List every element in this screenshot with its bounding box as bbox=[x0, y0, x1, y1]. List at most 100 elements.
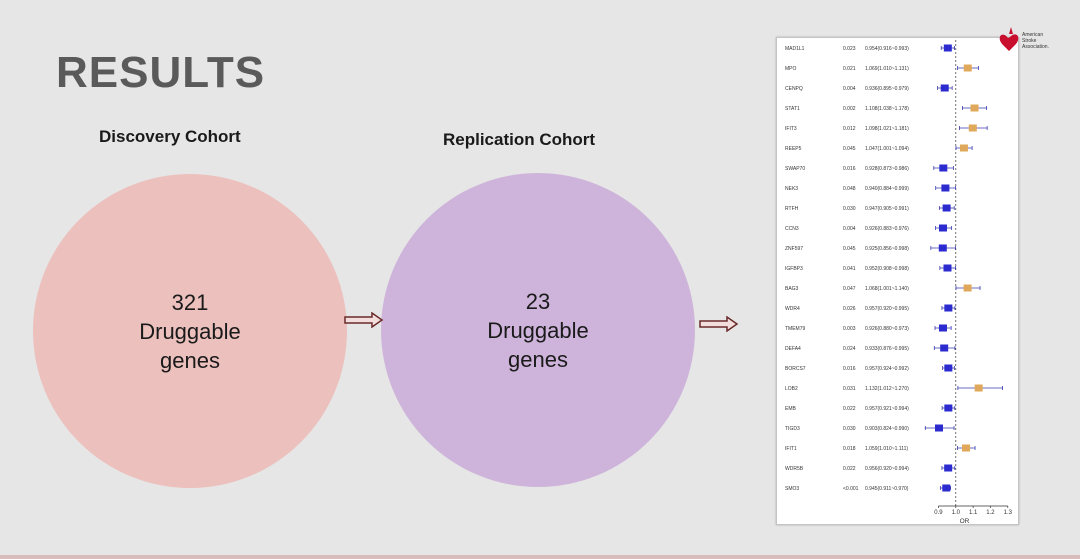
p-value-label: 0.003 bbox=[843, 326, 856, 332]
or-ci-label: 0.954(0.916~0.993) bbox=[865, 46, 909, 52]
gene-label: TIGD3 bbox=[785, 426, 800, 432]
discovery-label-druggable: Druggable bbox=[139, 318, 241, 344]
or-ci-label: 0.928(0.873~0.986) bbox=[865, 166, 909, 172]
heart-torch-logo-icon bbox=[999, 27, 1019, 51]
replication-label-druggable: Druggable bbox=[487, 317, 589, 343]
or-marker bbox=[941, 184, 950, 192]
p-value-label: 0.022 bbox=[843, 406, 856, 412]
gene-label: BORCS7 bbox=[785, 366, 806, 372]
gene-label: MAD1L1 bbox=[785, 46, 805, 52]
or-ci-label: 0.952(0.908~0.998) bbox=[865, 266, 909, 272]
p-value-label: 0.031 bbox=[843, 386, 856, 392]
logo-line1: American bbox=[1022, 32, 1044, 38]
or-ci-label: 0.956(0.920~0.994) bbox=[865, 466, 909, 472]
or-marker bbox=[943, 264, 952, 272]
arrow-right-icon bbox=[699, 316, 739, 332]
gene-label: WDR4 bbox=[785, 306, 800, 312]
logo-line3: Association. bbox=[1022, 44, 1049, 50]
x-tick-label: 1.3 bbox=[1004, 510, 1013, 516]
or-marker bbox=[944, 364, 953, 372]
p-value-label: 0.004 bbox=[843, 86, 856, 92]
p-value-label: 0.048 bbox=[843, 186, 856, 192]
p-value-label: 0.030 bbox=[843, 426, 856, 432]
p-value-label: 0.030 bbox=[843, 206, 856, 212]
or-marker bbox=[963, 64, 972, 72]
or-ci-label: 0.903(0.824~0.990) bbox=[865, 426, 909, 432]
slide-title: RESULTS bbox=[56, 48, 266, 97]
p-value-label: 0.041 bbox=[843, 266, 856, 272]
or-ci-label: 0.957(0.924~0.992) bbox=[865, 366, 909, 372]
or-marker bbox=[959, 144, 968, 152]
p-value-label: 0.045 bbox=[843, 146, 856, 152]
logo-text: American Stroke Association. bbox=[1022, 32, 1049, 50]
or-ci-label: 0.940(0.884~0.999) bbox=[865, 186, 909, 192]
gene-label: TMEM79 bbox=[785, 326, 806, 332]
or-marker bbox=[942, 484, 951, 492]
gene-label: BAG3 bbox=[785, 286, 799, 292]
or-ci-label: 1.108(1.038~1.178) bbox=[865, 106, 909, 112]
or-marker bbox=[942, 204, 951, 212]
or-marker bbox=[962, 444, 971, 452]
or-ci-label: 0.945(0.911~0.970) bbox=[865, 486, 909, 492]
discovery-cohort-circle: 321 Druggable genes bbox=[33, 174, 347, 488]
p-value-label: 0.016 bbox=[843, 366, 856, 372]
gene-label: ZNF597 bbox=[785, 246, 803, 252]
gene-label: MPO bbox=[785, 66, 797, 72]
p-value-label: 0.021 bbox=[843, 66, 856, 72]
or-marker bbox=[944, 404, 953, 412]
p-value-label: 0.018 bbox=[843, 446, 856, 452]
gene-label: SMO3 bbox=[785, 486, 799, 492]
or-marker bbox=[943, 44, 952, 52]
or-marker bbox=[974, 384, 983, 392]
p-value-label: 0.002 bbox=[843, 106, 856, 112]
x-axis-label: OR bbox=[960, 518, 970, 524]
gene-label: IFIT3 bbox=[785, 126, 797, 132]
p-value-label: 0.026 bbox=[843, 306, 856, 312]
gene-label: NEK3 bbox=[785, 186, 798, 192]
x-tick-label: 1.2 bbox=[986, 510, 995, 516]
or-marker bbox=[944, 464, 953, 472]
or-marker bbox=[940, 344, 949, 352]
gene-label: WDR5B bbox=[785, 466, 804, 472]
p-value-label: 0.022 bbox=[843, 466, 856, 472]
discovery-cohort-heading: Discovery Cohort bbox=[99, 127, 241, 146]
or-ci-label: 0.925(0.856~0.998) bbox=[865, 246, 909, 252]
logo-line2: Stroke bbox=[1022, 38, 1037, 44]
gene-label: EMB bbox=[785, 406, 797, 412]
or-ci-label: 1.059(1.010~1.111) bbox=[865, 446, 908, 452]
gene-label: RTFH bbox=[785, 206, 799, 212]
gene-label: SWAP70 bbox=[785, 166, 805, 172]
gene-label: IFIT1 bbox=[785, 446, 797, 452]
or-ci-label: 1.047(1.001~1.094) bbox=[865, 146, 909, 152]
or-ci-label: 0.936(0.895~0.979) bbox=[865, 86, 909, 92]
or-marker bbox=[939, 164, 948, 172]
or-marker bbox=[938, 244, 947, 252]
or-marker bbox=[970, 104, 979, 112]
x-tick-label: 1.1 bbox=[969, 510, 978, 516]
discovery-count: 321 bbox=[171, 289, 209, 315]
replication-cohort-circle: 23 Druggable genes bbox=[381, 173, 695, 487]
discovery-label-genes: genes bbox=[160, 347, 220, 373]
gene-label: IGFBP3 bbox=[785, 266, 803, 272]
p-value-label: 0.016 bbox=[843, 166, 856, 172]
or-marker bbox=[944, 304, 953, 312]
x-tick-label: 1.0 bbox=[952, 510, 961, 516]
or-marker bbox=[940, 84, 949, 92]
gene-label: STAT1 bbox=[785, 106, 800, 112]
or-ci-label: 0.947(0.905~0.991) bbox=[865, 206, 909, 212]
replication-label-genes: genes bbox=[508, 346, 568, 372]
or-marker bbox=[938, 224, 947, 232]
or-ci-label: 0.933(0.876~0.995) bbox=[865, 346, 909, 352]
or-ci-label: 1.098(1.021~1.181) bbox=[865, 126, 909, 132]
p-value-label: 0.045 bbox=[843, 246, 856, 252]
x-tick-label: 0.9 bbox=[934, 510, 943, 516]
or-ci-label: 0.926(0.880~0.973) bbox=[865, 326, 909, 332]
p-value-label: 0.024 bbox=[843, 346, 856, 352]
or-marker bbox=[968, 124, 977, 132]
bottom-border bbox=[0, 555, 1080, 559]
gene-label: CENPQ bbox=[785, 86, 803, 92]
replication-count: 23 bbox=[525, 288, 551, 314]
replication-cohort-heading: Replication Cohort bbox=[443, 130, 596, 149]
or-marker bbox=[963, 284, 972, 292]
